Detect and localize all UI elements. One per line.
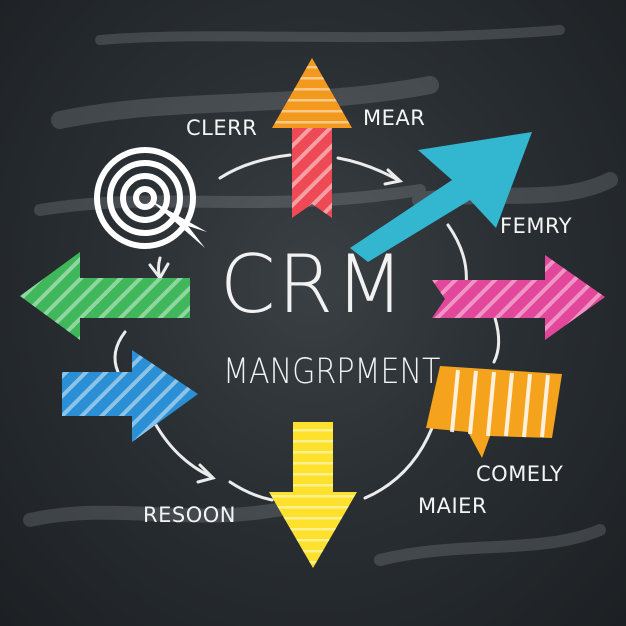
connector-left	[113, 330, 127, 374]
connector-right-lower	[492, 316, 501, 364]
orange-up-arrow	[272, 58, 352, 218]
connector-resoon-arrowhead	[196, 463, 216, 484]
target-icon	[94, 147, 207, 249]
label-mear: MEAR	[363, 106, 426, 130]
label-resoon: RESOON	[143, 503, 236, 527]
pink-right-arrow	[432, 255, 605, 340]
connector-maier	[363, 426, 434, 500]
connector-mear-arrowhead	[383, 168, 404, 186]
green-left-arrow	[20, 252, 190, 340]
connector-resoon	[150, 416, 214, 479]
crm-title: CRM	[219, 238, 407, 331]
label-clerr: CLERR	[186, 116, 258, 140]
label-femry: FEMRY	[500, 214, 573, 238]
connector-clerr	[218, 153, 292, 180]
label-maier: MAIER	[418, 494, 488, 518]
connector-mear	[336, 156, 400, 182]
label-comely: COMELY	[476, 462, 564, 486]
crm-subtitle: MANGRPMENT	[223, 352, 441, 392]
connector-right-upper	[446, 223, 468, 287]
connector-resoon-lower	[228, 480, 274, 502]
orange-speech-bubble	[426, 366, 562, 458]
yellow-down-arrow	[269, 422, 357, 568]
cyan-diagonal-arrow	[350, 132, 532, 262]
blue-right-arrow	[62, 350, 198, 442]
